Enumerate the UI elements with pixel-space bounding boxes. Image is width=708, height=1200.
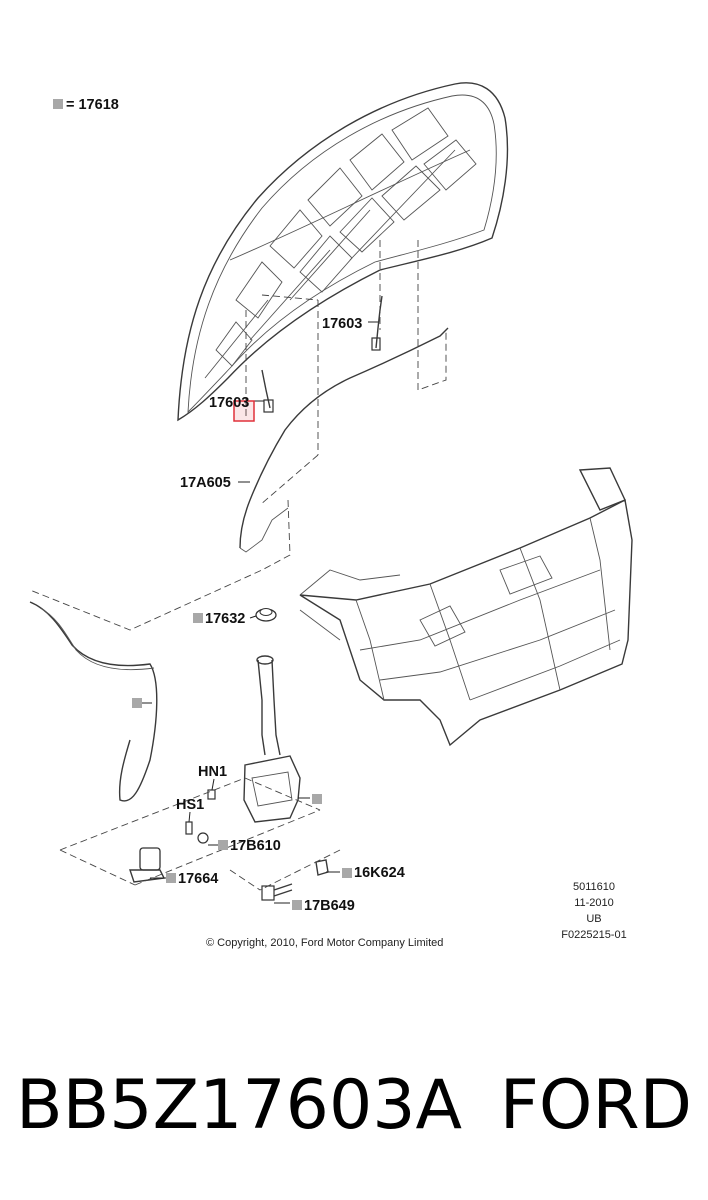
exploded-lines	[59, 777, 341, 891]
hood-assembly	[177, 82, 509, 506]
leader-lines	[142, 321, 378, 904]
hood-cable-left[interactable]	[261, 369, 274, 413]
ref-line-2: 11-2010	[574, 897, 614, 909]
callout-hood-cable-left[interactable]: 17603	[209, 395, 249, 411]
washer-pump[interactable]	[129, 847, 166, 883]
ref-line-1: 5011610	[573, 881, 615, 893]
nut-hn1[interactable]	[207, 789, 216, 800]
reservoir-cap[interactable]	[255, 608, 277, 622]
callout-pump[interactable]: 17664	[178, 871, 218, 887]
screw-hs1[interactable]	[185, 821, 193, 835]
legend-label: = 17618	[66, 97, 119, 113]
callout-hood-cable-right[interactable]: 17603	[322, 316, 362, 332]
washer-part[interactable]	[315, 859, 329, 876]
callout-washer[interactable]: 16K624	[354, 865, 405, 881]
brand-name: FORD	[500, 1066, 692, 1145]
copyright-text: © Copyright, 2010, Ford Motor Company Li…	[206, 937, 443, 949]
symbol-markers	[53, 99, 352, 910]
washer-reservoir	[243, 655, 301, 823]
ref-line-3: UB	[586, 913, 601, 925]
washer-hose[interactable]	[29, 327, 449, 631]
callout-cap[interactable]: 17632	[205, 611, 245, 627]
callout-nut[interactable]: HN1	[198, 764, 227, 780]
radiator-support	[299, 467, 633, 747]
part-number: BB5Z17603A	[16, 1066, 462, 1145]
callout-bolt[interactable]: 17B649	[304, 898, 355, 914]
highlight-box	[233, 400, 255, 422]
ref-line-4: F0225215-01	[561, 929, 626, 941]
callout-screw[interactable]: HS1	[176, 797, 204, 813]
legend-symbol-icon	[53, 99, 63, 109]
grommet[interactable]	[197, 832, 209, 844]
hood-cable-right[interactable]	[371, 295, 383, 351]
hose-loop[interactable]	[29, 601, 158, 802]
callout-grommet[interactable]: 17B610	[230, 838, 281, 854]
callout-hose[interactable]: 17A605	[180, 475, 231, 491]
